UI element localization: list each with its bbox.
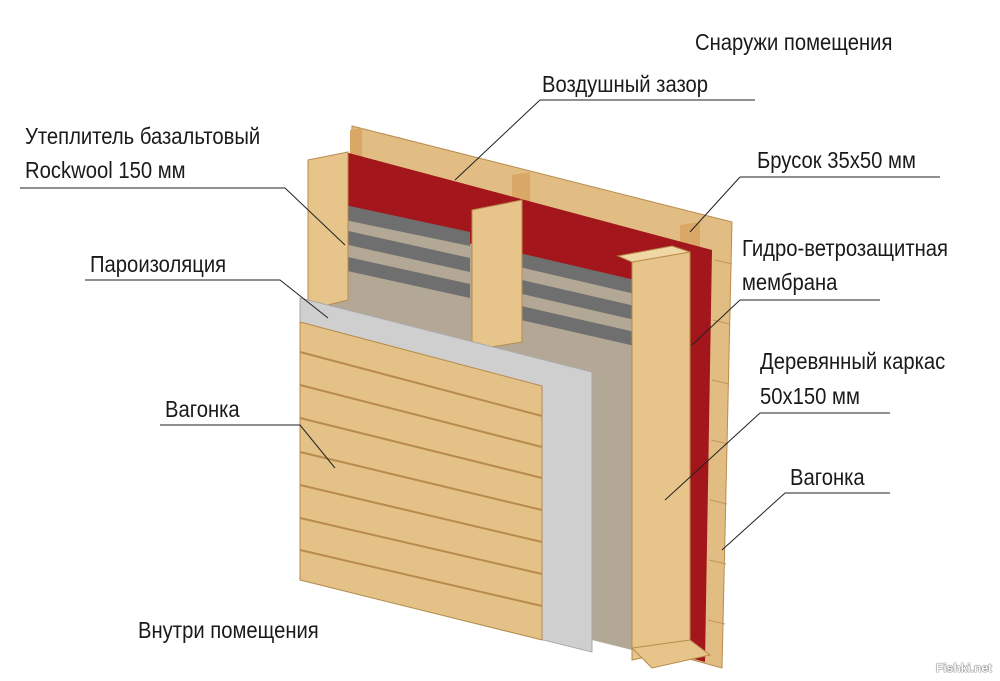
label-lining-outer: Вагонка: [790, 464, 865, 490]
label-frame-1: Деревянный каркас: [760, 348, 946, 374]
label-lining-inner: Вагонка: [165, 396, 240, 422]
label-membrane-2: мембрана: [742, 269, 838, 295]
label-insulation-1: Утеплитель базальтовый: [25, 123, 261, 149]
leader-lines: [20, 99, 940, 551]
label-inside: Внутри помещения: [138, 617, 319, 643]
label-vapor-barrier: Пароизоляция: [90, 251, 227, 277]
label-outside: Снаружи помещения: [695, 29, 893, 55]
label-batten: Брусок 35х50 мм: [757, 147, 916, 173]
frame-stud: [307, 151, 349, 311]
label-insulation-2: Rockwool 150 мм: [25, 157, 186, 183]
frame-stud: [471, 199, 523, 351]
label-frame-2: 50х150 мм: [760, 383, 860, 409]
watermark: Fishki.net: [935, 661, 992, 675]
frame-stud: [631, 251, 691, 661]
label-air-gap: Воздушный зазор: [542, 71, 709, 97]
label-membrane-1: Гидро-ветрозащитная: [742, 235, 949, 261]
